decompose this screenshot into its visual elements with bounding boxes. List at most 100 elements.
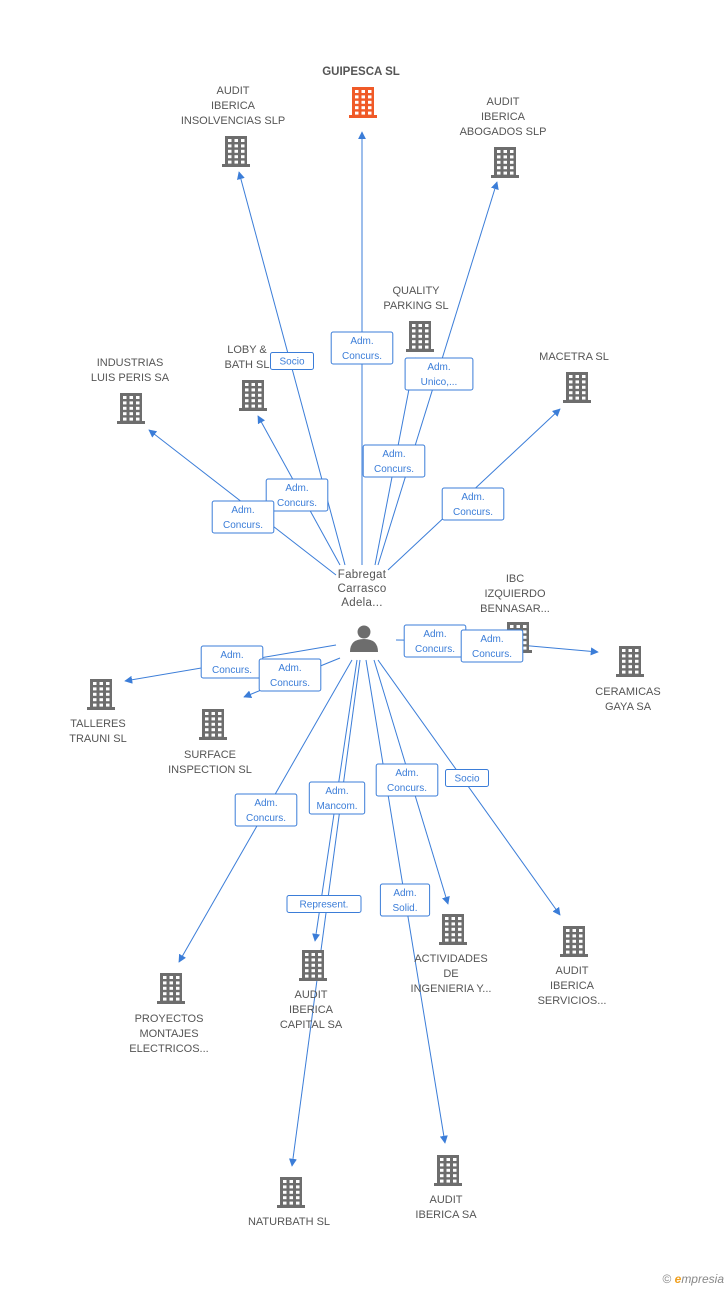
company-label-line: INSPECTION SL bbox=[168, 764, 252, 776]
empresia-watermark: © empresia bbox=[662, 1272, 724, 1286]
company-node-macetra[interactable]: MACETRA SL bbox=[539, 351, 609, 403]
brand-logo-text: mpresia bbox=[681, 1272, 724, 1286]
company-label-line: ELECTRICOS... bbox=[129, 1043, 208, 1055]
relation-label-line: Adm. bbox=[480, 634, 503, 645]
relation-label-line: Adm. bbox=[382, 449, 405, 460]
copyright-symbol: © bbox=[662, 1272, 672, 1286]
relation-label-line: Adm. bbox=[423, 629, 446, 640]
company-node-guipesca[interactable]: GUIPESCA SL bbox=[322, 66, 400, 118]
relation-label-audit-abogados[interactable]: Adm.Unico,... bbox=[404, 357, 474, 391]
relation-label-text: Adm. Concurs. bbox=[415, 629, 455, 655]
relation-label-guipesca[interactable]: Adm.Concurs. bbox=[330, 331, 394, 365]
company-label-line: AUDIT bbox=[295, 989, 328, 1001]
building-icon bbox=[349, 87, 377, 118]
building-icon bbox=[199, 709, 227, 740]
company-label-line: INDUSTRIAS bbox=[97, 357, 164, 369]
relation-label-actividades-ingenieria[interactable]: Adm.Concurs. bbox=[375, 763, 439, 797]
relation-label-line: Represent. bbox=[300, 900, 349, 911]
company-label-line: ABOGADOS SLP bbox=[460, 126, 547, 138]
relation-label-macetra[interactable]: Adm.Concurs. bbox=[441, 487, 505, 521]
relation-label-line: Concurs. bbox=[415, 644, 455, 655]
relation-label-box bbox=[308, 781, 366, 815]
relation-label-text: Represent. bbox=[300, 900, 349, 911]
relation-label-text: Adm.Concurs. bbox=[342, 336, 382, 362]
relation-label-industrias-luis-peris[interactable]: Adm.Concurs. bbox=[211, 500, 275, 534]
building-icon bbox=[222, 136, 250, 167]
relation-label-box bbox=[362, 444, 426, 478]
relation-label-ibc-izquierdo[interactable]: Adm. Concurs. bbox=[403, 624, 467, 658]
building-icon bbox=[277, 1177, 305, 1208]
relation-label-audit-sa[interactable]: Adm.Solid. bbox=[379, 883, 431, 917]
relation-label-line: Adm. bbox=[461, 492, 484, 503]
person-name-line: Fabregat bbox=[338, 569, 387, 581]
company-label-line: GAYA SA bbox=[605, 701, 652, 713]
relation-label-box bbox=[404, 357, 474, 391]
relation-label-box bbox=[441, 487, 505, 521]
company-label-line: MACETRA SL bbox=[539, 351, 609, 363]
relation-label-proyectos-montajes[interactable]: Adm.Concurs. bbox=[234, 793, 298, 827]
company-label-line: IBERICA bbox=[289, 1004, 334, 1016]
relation-label-audit-capital[interactable]: Represent. bbox=[286, 895, 362, 913]
company-label: AUDIT IBERICA INSOLVENCIAS SLP bbox=[181, 85, 285, 127]
person-icon bbox=[350, 625, 378, 652]
company-label-line: LOBY & bbox=[227, 344, 267, 356]
relation-label-audit-insolvencias[interactable]: Socio bbox=[270, 352, 314, 370]
company-label-line: SERVICIOS... bbox=[538, 995, 607, 1007]
relation-label-box bbox=[265, 478, 329, 512]
relation-label-ceramicas-gaya[interactable]: Adm.Concurs. bbox=[460, 629, 524, 663]
relation-edge-audit-servicios bbox=[377, 659, 561, 916]
company-label-line: AUDIT bbox=[556, 965, 589, 977]
person-name-line: Carrasco bbox=[337, 583, 386, 595]
building-icon bbox=[157, 973, 185, 1004]
company-label: NATURBATH SL bbox=[248, 1216, 330, 1228]
relation-label-text: Adm.Mancom. bbox=[316, 786, 357, 812]
company-label-line: AUDIT bbox=[217, 85, 250, 97]
relation-label-naturbath[interactable]: Adm.Mancom. bbox=[308, 781, 366, 815]
relation-label-text: Adm.Solid. bbox=[392, 888, 417, 914]
relation-label-talleres-trauni[interactable]: Adm.Concurs. bbox=[200, 645, 264, 679]
building-icon bbox=[117, 393, 145, 424]
relation-label-quality-parking[interactable]: Adm.Concurs. bbox=[362, 444, 426, 478]
relation-label-text: Adm.Concurs. bbox=[212, 650, 252, 676]
relation-label-loby-bath[interactable]: Adm.Concurs. bbox=[265, 478, 329, 512]
company-node-loby-bath[interactable]: LOBY & BATH SL bbox=[224, 344, 270, 411]
company-label-line: IBERICA bbox=[211, 100, 256, 112]
relation-label-line: Concurs. bbox=[342, 351, 382, 362]
relation-label-line: Adm. bbox=[395, 768, 418, 779]
relation-label-text: Adm.Concurs. bbox=[270, 663, 310, 689]
relation-label-audit-servicios[interactable]: Socio bbox=[445, 769, 489, 787]
company-node-audit-insolvencias[interactable]: AUDIT IBERICA INSOLVENCIAS SLP bbox=[181, 85, 285, 167]
relation-label-box bbox=[234, 793, 298, 827]
building-icon bbox=[439, 914, 467, 945]
relation-label-line: Adm. bbox=[393, 888, 416, 899]
company-label-line: IBC bbox=[506, 573, 524, 585]
relation-label-box bbox=[330, 331, 394, 365]
company-label-line: BATH SL bbox=[224, 359, 269, 371]
relation-label-box bbox=[270, 352, 314, 370]
company-label: MACETRA SL bbox=[539, 351, 609, 363]
company-label-line: INSOLVENCIAS SLP bbox=[181, 115, 285, 127]
building-icon bbox=[299, 950, 327, 981]
company-node-naturbath[interactable]: NATURBATH SL bbox=[248, 1177, 330, 1228]
relation-label-surface-inspection[interactable]: Adm.Concurs. bbox=[258, 658, 322, 692]
